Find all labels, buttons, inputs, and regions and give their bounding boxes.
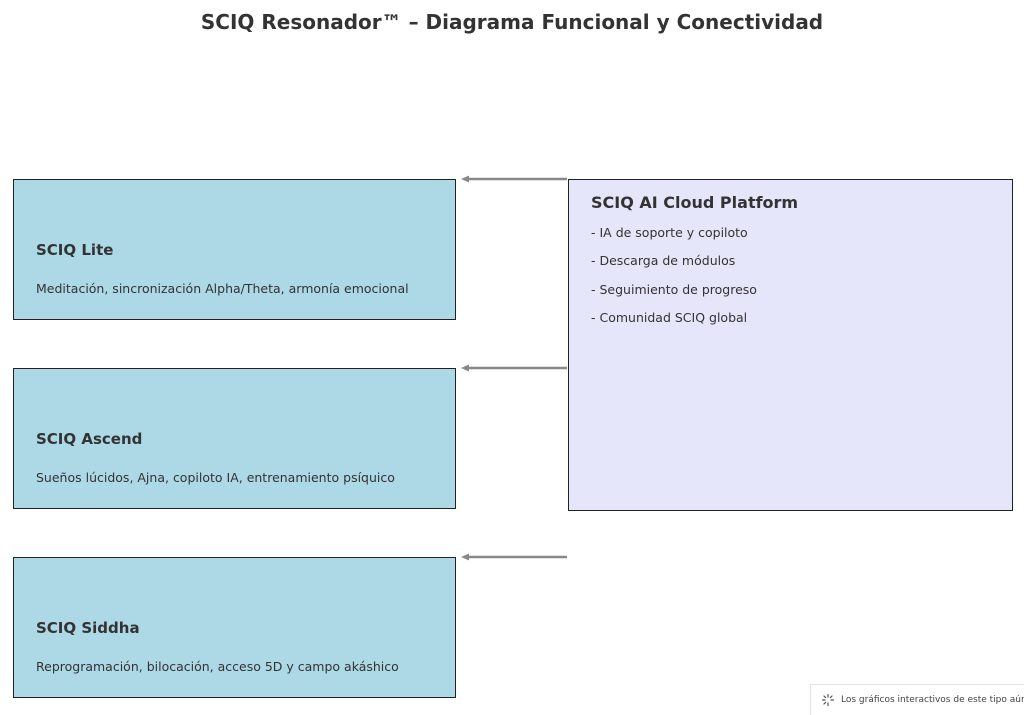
- cloud-platform-name: SCIQ AI Cloud Platform: [591, 193, 799, 212]
- arrowhead-icon: [461, 364, 469, 372]
- arrowhead-icon: [461, 553, 469, 561]
- module-box-lite: SCIQ Lite Meditación, sincronización Alp…: [13, 179, 456, 320]
- module-description: Reprogramación, bilocación, acceso 5D y …: [36, 659, 399, 674]
- arrowhead-icon: [461, 175, 469, 183]
- module-name: SCIQ Lite: [36, 241, 114, 259]
- interactive-charts-notice[interactable]: Los gráficos interactivos de este tipo a…: [810, 684, 1024, 715]
- cloud-feature-item: - IA de soporte y copiloto: [591, 225, 748, 240]
- notice-text: Los gráficos interactivos de este tipo a…: [841, 695, 1024, 705]
- cloud-feature-item: - Comunidad SCIQ global: [591, 310, 748, 325]
- module-name: SCIQ Siddha: [36, 619, 140, 637]
- cloud-feature-item: - Descarga de módulos: [591, 253, 736, 268]
- module-description: Sueños lúcidos, Ajna, copiloto IA, entre…: [36, 470, 395, 485]
- diagram-title: SCIQ Resonador™ – Diagrama Funcional y C…: [200, 10, 824, 34]
- cloud-platform-box: SCIQ AI Cloud Platform - IA de soporte y…: [568, 179, 1013, 511]
- cloud-feature-item: - Seguimiento de progreso: [591, 282, 757, 297]
- module-box-ascend: SCIQ Ascend Sueños lúcidos, Ajna, copilo…: [13, 368, 456, 509]
- module-description: Meditación, sincronización Alpha/Theta, …: [36, 281, 409, 296]
- module-name: SCIQ Ascend: [36, 430, 143, 448]
- sparkle-icon: [821, 693, 835, 707]
- module-box-siddha: SCIQ Siddha Reprogramación, bilocación, …: [13, 557, 456, 698]
